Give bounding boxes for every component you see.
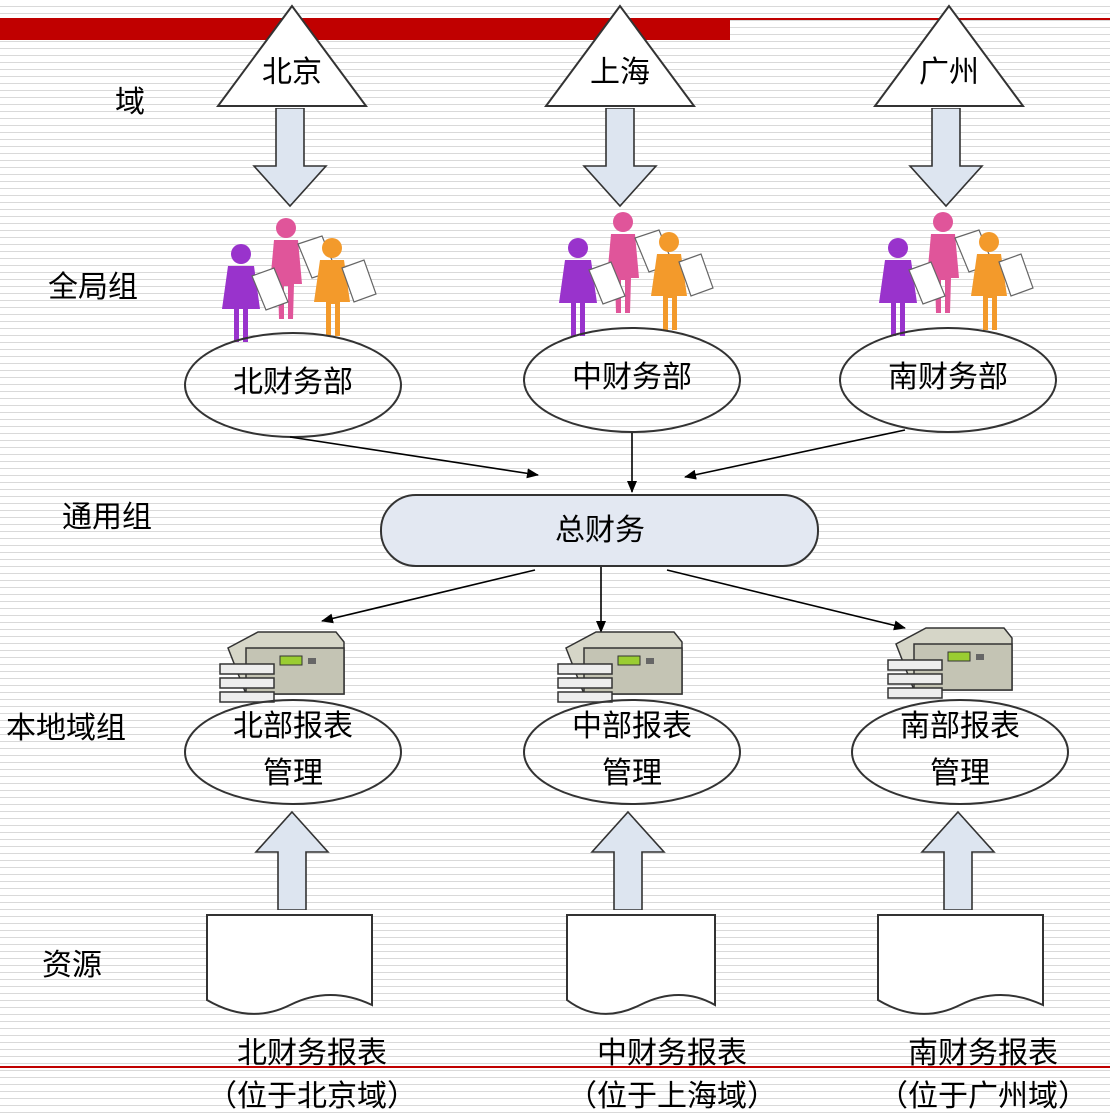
resource-location-north: （位于北京域）	[207, 1079, 417, 1114]
global-group-north: 北财务部	[184, 332, 402, 438]
local-group-central: 中部报表 管理	[523, 699, 741, 805]
row-label-universal-group: 通用组	[62, 500, 152, 535]
down-block-arrow	[583, 108, 657, 207]
title-accent-line	[730, 18, 1110, 20]
universal-group-label: 总财务	[555, 513, 645, 548]
global-group-label: 北财务部	[233, 365, 353, 400]
connector-arrow	[684, 429, 906, 480]
document-icon	[206, 914, 373, 1015]
connector-arrow	[289, 436, 539, 479]
row-label-resources: 资源	[42, 948, 102, 983]
document-icon	[566, 914, 716, 1015]
local-group-label-line1: 北部报表	[233, 709, 353, 744]
resource-name-central: 中财务报表	[597, 1036, 747, 1071]
resource-name-south: 南财务报表	[908, 1036, 1058, 1071]
people-group-icon	[878, 211, 1034, 337]
connector-arrow	[666, 569, 906, 631]
global-group-central: 中财务部	[523, 327, 741, 433]
up-block-arrow	[255, 811, 329, 910]
domain-guangzhou: 广州	[873, 4, 1025, 107]
local-group-label-line1: 南部报表	[900, 709, 1020, 744]
down-block-arrow	[909, 108, 983, 207]
global-group-south: 南财务部	[839, 327, 1057, 433]
printer-icon	[219, 631, 345, 703]
row-label-domain: 域	[115, 85, 145, 120]
up-block-arrow	[591, 811, 665, 910]
local-group-north: 北部报表 管理	[184, 699, 402, 805]
domain-label: 上海	[590, 55, 650, 90]
global-group-label: 南财务部	[888, 360, 1008, 395]
universal-group: 总财务	[380, 494, 819, 567]
footer-accent-line	[0, 1066, 1110, 1068]
local-group-south: 南部报表 管理	[851, 699, 1069, 805]
local-group-label-line1: 中部报表	[572, 709, 692, 744]
domain-shanghai: 上海	[544, 4, 696, 107]
local-group-label-line2: 管理	[263, 756, 323, 791]
resource-location-central: （位于上海域）	[567, 1079, 777, 1114]
connector-arrow	[321, 569, 536, 624]
people-group-icon	[221, 217, 377, 343]
people-group-icon	[558, 211, 714, 337]
title-accent-bar	[0, 18, 730, 40]
printer-icon	[887, 627, 1013, 699]
global-group-label: 中财务部	[572, 360, 692, 395]
row-label-global-group: 全局组	[48, 270, 138, 305]
local-group-label-line2: 管理	[930, 756, 990, 791]
domain-label: 北京	[262, 55, 322, 90]
domain-beijing: 北京	[216, 4, 368, 107]
domain-label: 广州	[919, 55, 979, 90]
row-label-domain-local-group: 本地域组	[6, 711, 126, 746]
resource-location-south: （位于广州域）	[878, 1079, 1088, 1114]
local-group-label-line2: 管理	[602, 756, 662, 791]
up-block-arrow	[921, 811, 995, 910]
printer-icon	[557, 631, 683, 703]
resource-name-north: 北财务报表	[237, 1036, 387, 1071]
document-icon	[877, 914, 1044, 1015]
down-block-arrow	[253, 108, 327, 207]
